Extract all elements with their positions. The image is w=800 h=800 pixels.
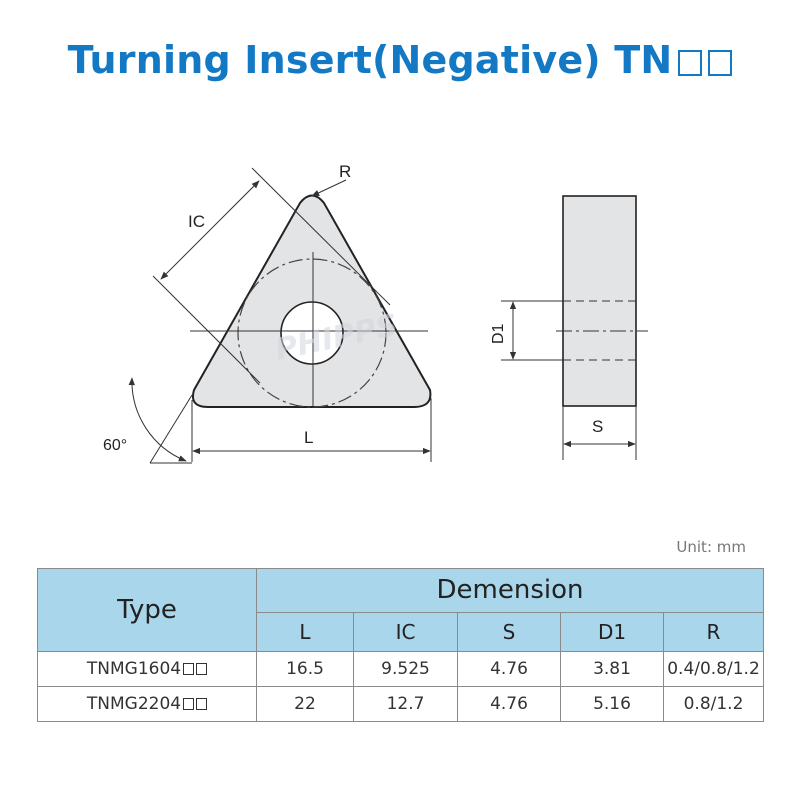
unit-label: Unit: mm [676, 538, 746, 556]
type-name: TNMG2204 [86, 694, 182, 714]
type-cell: TNMG2204 [37, 686, 257, 722]
placeholder-box-icon [196, 698, 208, 710]
type-header: Type [37, 568, 257, 652]
value-cell-r: 0.4/0.8/1.2 [662, 651, 765, 687]
ic-extension-line [251, 167, 391, 306]
l-label: L [304, 428, 313, 447]
column-header-ic: IC [353, 611, 458, 653]
s-label: S [592, 417, 603, 436]
angle-label: 60° [103, 437, 127, 454]
placeholder-box-icon [708, 50, 733, 76]
ic-extension-line [152, 275, 261, 384]
value-cell-d1: 3.81 [560, 651, 664, 687]
d1-label: D1 [490, 323, 507, 344]
side-view-block [562, 195, 637, 407]
ic-dimension-line [160, 180, 260, 280]
table-row: TNMG2204 22 12.7 4.76 5.16 0.8/1.2 [37, 686, 765, 722]
placeholder-box-icon [196, 663, 208, 675]
inscribed-circle [237, 258, 387, 408]
center-hole [280, 301, 344, 365]
value-cell-r: 0.8/1.2 [662, 686, 765, 722]
r-label: R [339, 162, 351, 181]
column-header-r: R [662, 611, 765, 653]
page-title: Turning Insert(Negative) TN [0, 38, 800, 82]
column-header-d1: D1 [560, 611, 664, 653]
value-cell-ic: 12.7 [353, 686, 458, 722]
placeholder-box-icon [183, 698, 195, 710]
page-title-text: Turning Insert(Negative) TN [67, 38, 673, 82]
value-cell-l: 22 [256, 686, 354, 722]
value-cell-s: 4.76 [457, 651, 561, 687]
value-cell-s: 4.76 [457, 686, 561, 722]
ic-label: IC [188, 212, 205, 231]
placeholder-box-icon [678, 50, 703, 76]
column-header-l: L [256, 611, 354, 653]
value-cell-ic: 9.525 [353, 651, 458, 687]
r-leader-line [311, 179, 347, 197]
type-cell: TNMG1604 [37, 651, 257, 687]
value-cell-l: 16.5 [256, 651, 354, 687]
type-name: TNMG1604 [86, 659, 182, 679]
placeholder-box-icon [183, 663, 195, 675]
column-header-s: S [457, 611, 561, 653]
insert-drawing: IC R L 60° D1 S PHIPPS [103, 162, 648, 464]
dimension-group-header: Demension [255, 568, 765, 613]
table-row: TNMG1604 16.5 9.525 4.76 3.81 0.4/0.8/1.… [37, 651, 765, 687]
dimension-table: Type Demension L IC S D1 R TNMG1604 16.5… [37, 568, 765, 722]
value-cell-d1: 5.16 [560, 686, 664, 722]
angle-arc [128, 377, 187, 462]
